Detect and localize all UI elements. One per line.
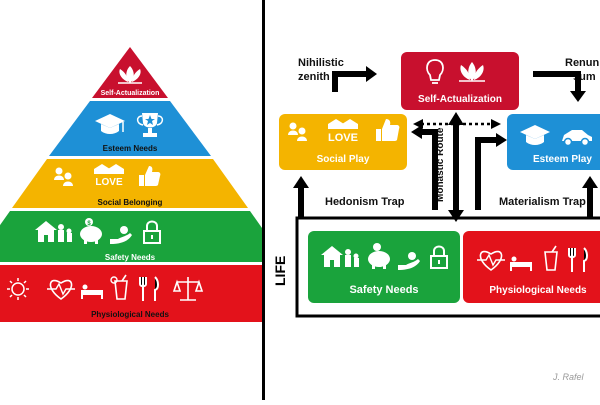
family-icon	[58, 224, 72, 242]
drink-icon	[110, 274, 128, 300]
maslow-pyramid: Self-Actualization Esteem Needs	[0, 0, 286, 400]
nihilistic-zenith-label: Nihilistic	[298, 57, 344, 69]
physiological-needs-label: Physiological Needs	[489, 285, 587, 296]
padlock-icon	[143, 220, 161, 244]
lotus-icon	[118, 66, 142, 84]
sun-icon	[7, 278, 29, 300]
materialism-trap-arrow	[582, 176, 598, 218]
pyramid-label-safety: Safety Needs	[105, 253, 156, 262]
social-play-label: Social Play	[317, 154, 370, 165]
nihilistic-zenith-label-line2: zenith	[298, 71, 330, 83]
fork-knife-icon	[139, 276, 159, 301]
trophy-icon	[136, 113, 164, 137]
hand-money-icon	[398, 252, 420, 270]
drink-icon	[544, 245, 558, 271]
pyramid-label-physiological: Physiological Needs	[91, 310, 169, 319]
nihilistic-arrow	[332, 66, 377, 92]
love-text: LOVE	[95, 177, 123, 188]
safety-needs-label: Safety Needs	[349, 284, 418, 296]
bed-icon	[81, 284, 103, 299]
esteem-play-box: Esteem Play	[507, 114, 600, 170]
pyramid-tier-safety: $ Safety Needs	[0, 211, 286, 262]
pyramid-tier-social: LOVE Social Belonging	[12, 159, 248, 208]
svg-text:$: $	[87, 221, 91, 227]
life-label: LIFE	[272, 256, 288, 286]
heartbeat-icon	[47, 279, 75, 300]
pyramid-label-social: Social Belonging	[98, 198, 163, 207]
lotus-icon	[459, 62, 485, 82]
thumbs-up-icon	[139, 166, 161, 186]
thumbs-up-icon	[376, 119, 400, 141]
divider-line	[262, 0, 265, 400]
social-to-monastic-arrow	[411, 125, 438, 210]
hedonism-trap-arrow	[293, 176, 309, 218]
house-icon	[321, 246, 343, 267]
car-icon	[562, 130, 592, 147]
pyramid-tier-self-actualization: Self-Actualization	[92, 47, 168, 98]
physiological-needs-box: Physiological Needs	[463, 231, 600, 303]
people-icon	[54, 167, 73, 186]
fork-knife-icon	[568, 247, 588, 272]
life-container	[295, 216, 600, 318]
scales-icon	[172, 277, 204, 301]
esteem-to-monastic-arrow	[475, 133, 507, 210]
house-icon	[35, 221, 57, 242]
hand-money-icon	[110, 226, 132, 244]
esteem-play-label: Esteem Play	[533, 154, 592, 165]
materialism-trap-label: Materialism Trap	[499, 196, 586, 208]
social-play-box: LOVE Social Play	[279, 114, 407, 170]
padlock-icon	[430, 245, 448, 269]
pyramid-tier-physiological: Physiological Needs	[0, 265, 262, 322]
pyramid-label-self-actualization: Self-Actualization	[101, 90, 160, 97]
pyramid-tier-esteem: Esteem Needs	[49, 101, 211, 156]
lightbulb-icon	[426, 59, 444, 84]
renunciation-label: Renun	[565, 57, 600, 69]
pyramid-label-esteem: Esteem Needs	[103, 144, 158, 153]
monastic-route-label: Monastic Route	[435, 127, 446, 202]
monastic-route-arrow	[448, 112, 464, 222]
hedonism-trap-label: Hedonism Trap	[325, 196, 405, 208]
heartbeat-icon	[477, 250, 505, 271]
signature: J. Rafel	[552, 372, 585, 382]
bed-icon	[510, 256, 532, 271]
safety-needs-box: Safety Needs	[308, 231, 460, 303]
piggy-bank-icon	[368, 243, 390, 269]
people-icon	[288, 122, 307, 141]
self-actualization-box: Self-Actualization	[401, 52, 519, 110]
family-icon	[345, 249, 359, 267]
renunciation-arrow	[533, 71, 586, 102]
love-couple-icon: LOVE	[94, 164, 124, 188]
graduation-cap-icon	[520, 125, 550, 145]
needs-flow-diagram: Nihilistic zenith Renun sum Self-Actuali…	[265, 0, 600, 400]
love-text-flow: LOVE	[328, 132, 358, 144]
piggy-bank-icon: $	[80, 218, 102, 244]
graduation-cap-icon	[95, 114, 125, 134]
self-actualization-label: Self-Actualization	[418, 94, 502, 105]
love-couple-icon: LOVE	[328, 119, 358, 144]
